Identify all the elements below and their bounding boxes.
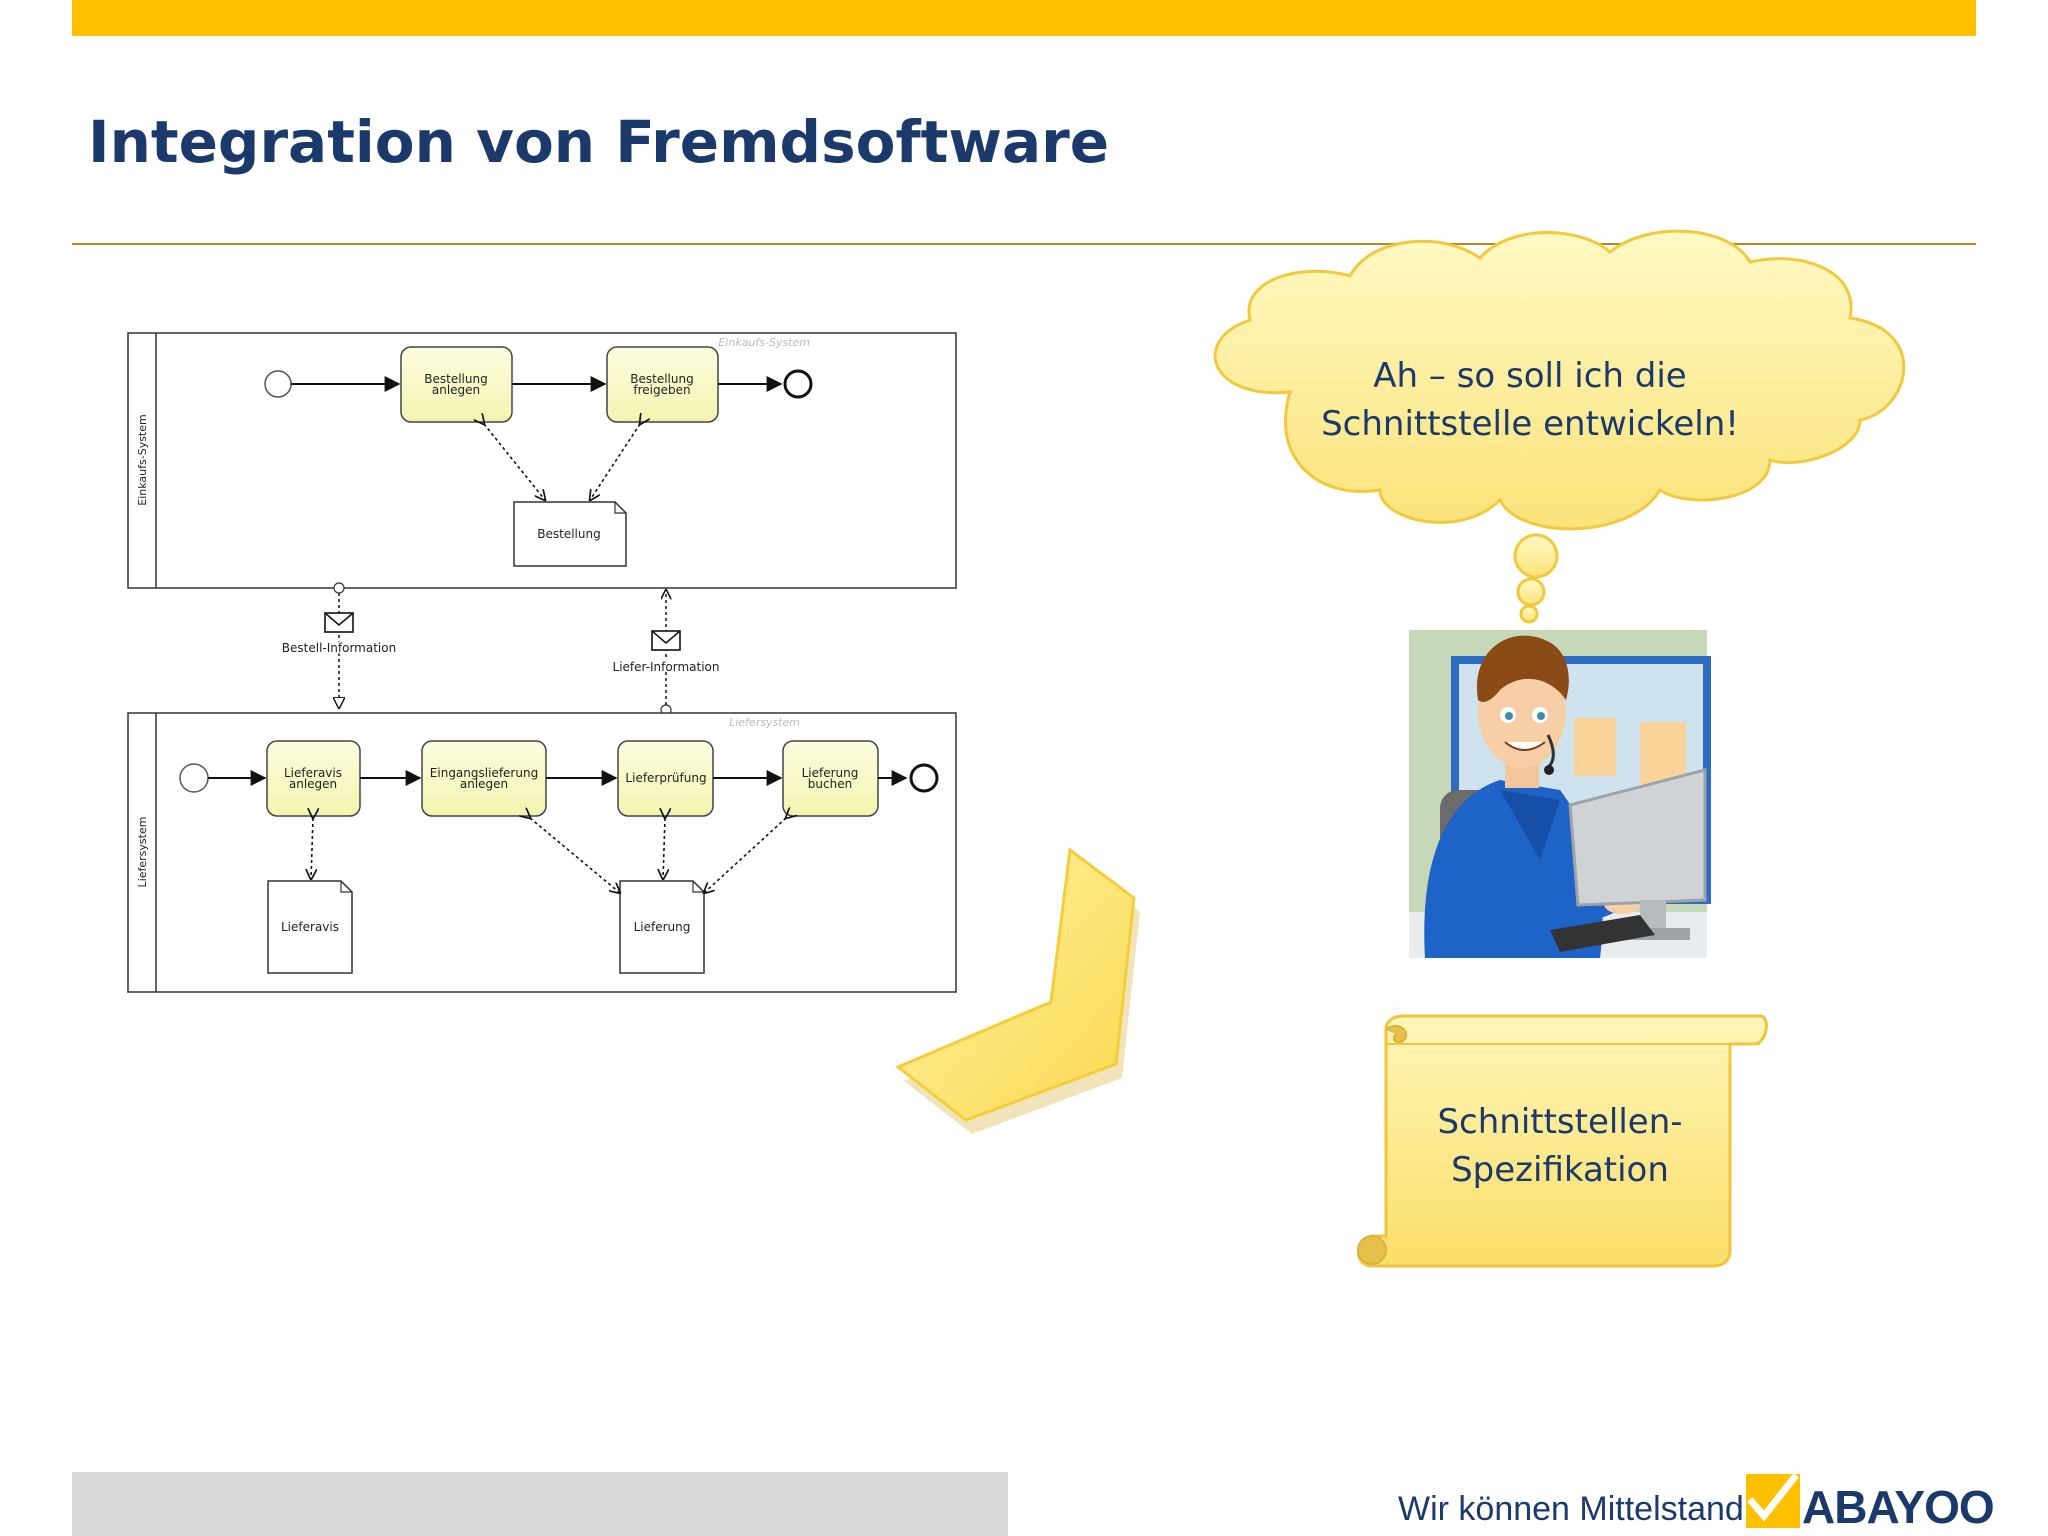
start-event bbox=[179, 763, 209, 793]
lane-label-einkauf: Einkaufs-System bbox=[136, 414, 149, 505]
envelope-icon bbox=[324, 612, 354, 633]
task-label: Lieferprüfung bbox=[625, 771, 706, 785]
task-label: Lieferung bbox=[802, 766, 859, 780]
task-label: anlegen bbox=[460, 777, 508, 791]
task-label: buchen bbox=[808, 777, 852, 791]
footer-gray-bar bbox=[72, 1472, 1008, 1536]
scroll-line-2: Spezifikation bbox=[1451, 1150, 1669, 1190]
task-label: Bestellung bbox=[424, 372, 487, 386]
lane-label-liefer: Liefersystem bbox=[136, 817, 149, 888]
cloud-line-1: Ah – so soll ich die bbox=[1373, 356, 1687, 396]
flow-einkauf: Bestellung anlegen Bestellung freigeben … bbox=[264, 346, 813, 567]
cloud-line-2: Schnittstelle entwickeln! bbox=[1321, 404, 1739, 444]
task-label: Bestellung bbox=[630, 372, 693, 386]
doc-label: Lieferung bbox=[634, 920, 691, 934]
scroll-text: Schnittstellen- Spezifikation bbox=[1390, 1098, 1730, 1194]
message-label-bestell: Bestell-Information bbox=[282, 641, 396, 655]
doc-lieferavis bbox=[267, 880, 353, 974]
task-label: Lieferavis bbox=[284, 766, 342, 780]
task-label: anlegen bbox=[289, 777, 337, 791]
flow-liefer: Lieferavis anlegen Eingangslieferung anl… bbox=[179, 740, 939, 974]
top-accent-bar bbox=[72, 0, 1976, 36]
message-flows: Bestell-Information Liefer-Information bbox=[280, 582, 721, 716]
pool-watermark-einkauf: Einkaufs-System bbox=[718, 336, 810, 349]
title-divider bbox=[72, 243, 1976, 245]
footer-slogan: Wir können Mittelstand. bbox=[1398, 1490, 1754, 1528]
specification-scroll bbox=[1357, 1014, 1768, 1268]
end-event bbox=[909, 763, 939, 793]
start-event bbox=[264, 370, 292, 398]
doc-label: Lieferavis bbox=[281, 920, 339, 934]
footer-brand-logo: ABAYOO bbox=[1802, 1481, 1995, 1533]
doc-lieferung bbox=[619, 880, 705, 974]
task-label: freigeben bbox=[633, 383, 690, 397]
message-label-liefer: Liefer-Information bbox=[613, 660, 720, 674]
task-label: anlegen bbox=[432, 383, 480, 397]
checkmark-logo-icon bbox=[1746, 1473, 1800, 1528]
thought-cloud-text: Ah – so soll ich die Schnittstelle entwi… bbox=[1250, 352, 1810, 448]
slide-title: Integration von Fremdsoftware bbox=[88, 108, 1110, 176]
envelope-icon bbox=[651, 630, 681, 651]
chevron-arrow-shape bbox=[895, 847, 1140, 1134]
support-agent-illustration bbox=[1409, 630, 1711, 958]
task-label: Eingangslieferung bbox=[430, 766, 538, 780]
end-event bbox=[783, 369, 813, 399]
pool-watermark-liefer: Liefersystem bbox=[729, 716, 800, 729]
doc-label: Bestellung bbox=[537, 527, 600, 541]
scroll-line-1: Schnittstellen- bbox=[1437, 1102, 1683, 1142]
thought-cloud bbox=[1213, 229, 1906, 624]
